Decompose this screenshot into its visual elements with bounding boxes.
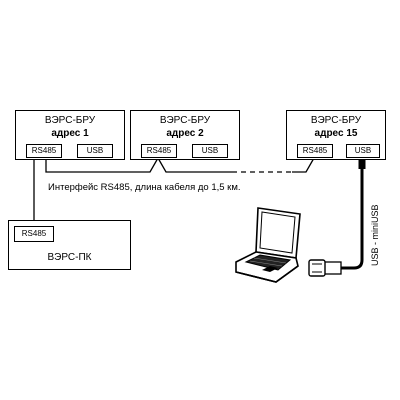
device-15-name: ВЭРС-БРУ: [310, 115, 362, 126]
device-15-rs485-port: RS485: [297, 144, 333, 158]
device-2-rs485-port: RS485: [141, 144, 177, 158]
device-2-usb-port: USB: [192, 144, 228, 158]
device-15-address: адрес 15: [314, 128, 358, 139]
laptop-icon: [235, 207, 301, 283]
device-1-address: адрес 1: [51, 128, 89, 139]
bus-caption: Интерфейс RS485, длина кабеля до 1,5 км.: [48, 182, 241, 193]
pc-device: RS485 ВЭРС-ПК: [8, 220, 131, 270]
pc-name: ВЭРС-ПК: [47, 252, 92, 263]
device-1: ВЭРС-БРУ адрес 1 RS485 USB: [15, 110, 125, 160]
usb-cable: [340, 168, 364, 270]
rs485-link-bus-15: [292, 157, 315, 173]
pc-rs485-port: RS485: [14, 226, 54, 242]
usb-cable-label: USB - miniUSB: [370, 204, 380, 266]
usb-plug-icon: [308, 259, 342, 277]
device-1-name: ВЭРС-БРУ: [44, 115, 96, 126]
device-2: ВЭРС-БРУ адрес 2 RS485 USB: [130, 110, 240, 160]
device-2-address: адрес 2: [166, 128, 204, 139]
device-15: ВЭРС-БРУ адрес 15 RS485 USB: [286, 110, 386, 160]
rs485-link-1-2: [45, 157, 159, 173]
device-15-usb-port: USB: [346, 144, 380, 158]
device-1-usb-port: USB: [77, 144, 113, 158]
device-2-name: ВЭРС-БРУ: [159, 115, 211, 126]
device-1-rs485-port: RS485: [26, 144, 62, 158]
rs485-link-2-bus: [157, 157, 232, 173]
